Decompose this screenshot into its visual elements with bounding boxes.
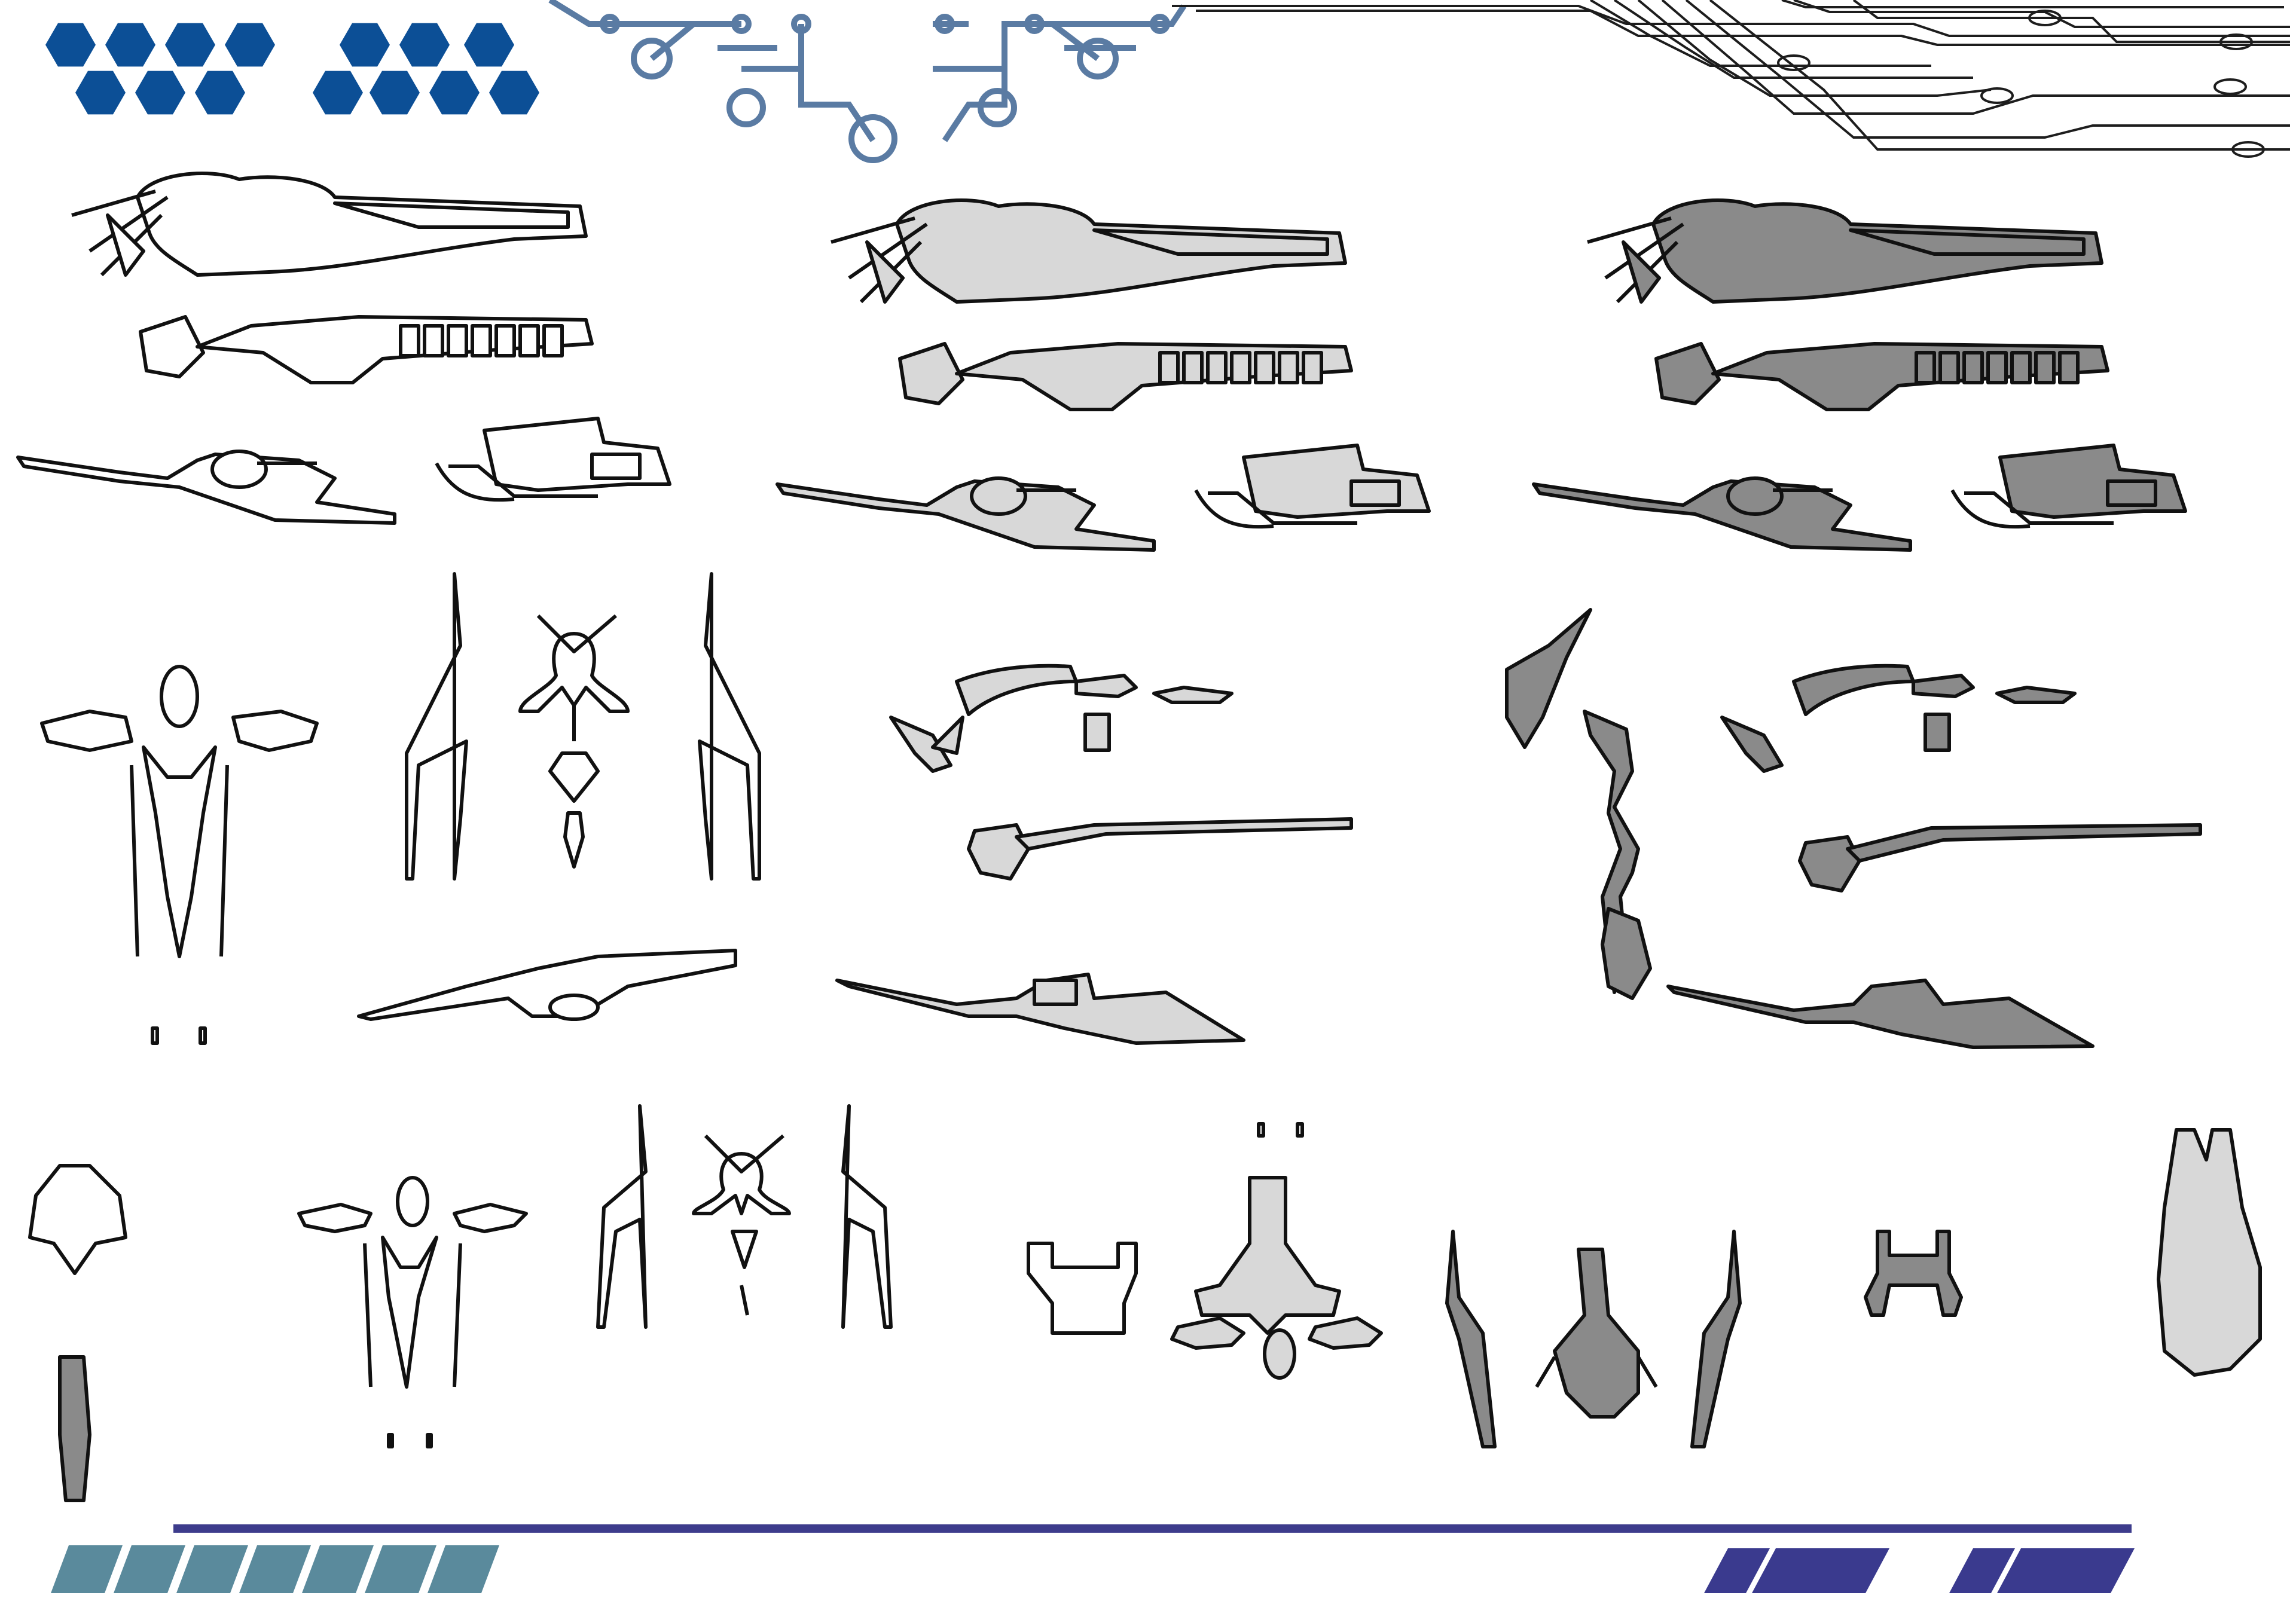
hexagon-icon <box>225 23 275 67</box>
teal-tile-icon <box>51 1545 123 1593</box>
hexagon-icon <box>340 23 390 67</box>
hexagon-icon <box>489 71 539 115</box>
teal-tile-icon <box>176 1545 248 1593</box>
hexagon-icon <box>370 71 420 115</box>
footer-rule <box>173 1524 2132 1533</box>
teal-tile-icon <box>428 1545 499 1593</box>
indigo-stripe-group-icon <box>1704 1548 2135 1593</box>
detail-parts-bottom <box>28 1104 2262 1502</box>
teal-tile-icon <box>239 1545 311 1593</box>
hexagon-icon <box>464 23 514 67</box>
hexagon-icon <box>399 23 450 67</box>
frame-parts-left <box>40 572 761 1045</box>
hexagon-icon <box>195 71 245 115</box>
hexagon-icon <box>135 71 185 115</box>
frame-parts-right <box>1505 608 2202 1049</box>
hexagon-icon <box>165 23 215 67</box>
hexagon-icon <box>429 71 480 115</box>
hexagon-icon <box>105 23 155 67</box>
hexagon-pattern-icon <box>45 23 539 115</box>
circuit-trace-blue-icon <box>548 0 1187 163</box>
teal-tile-icon <box>302 1545 374 1593</box>
teal-tile-icon <box>365 1545 436 1593</box>
hexagon-icon <box>313 71 363 115</box>
circuit-trace-gray-icon <box>1172 0 2290 158</box>
teal-parallelogram-tiles-icon <box>51 1545 499 1593</box>
hexagon-icon <box>45 23 96 67</box>
hexagon-icon <box>75 71 126 115</box>
frame-parts-center <box>835 664 1353 1045</box>
teal-tile-icon <box>114 1545 185 1593</box>
